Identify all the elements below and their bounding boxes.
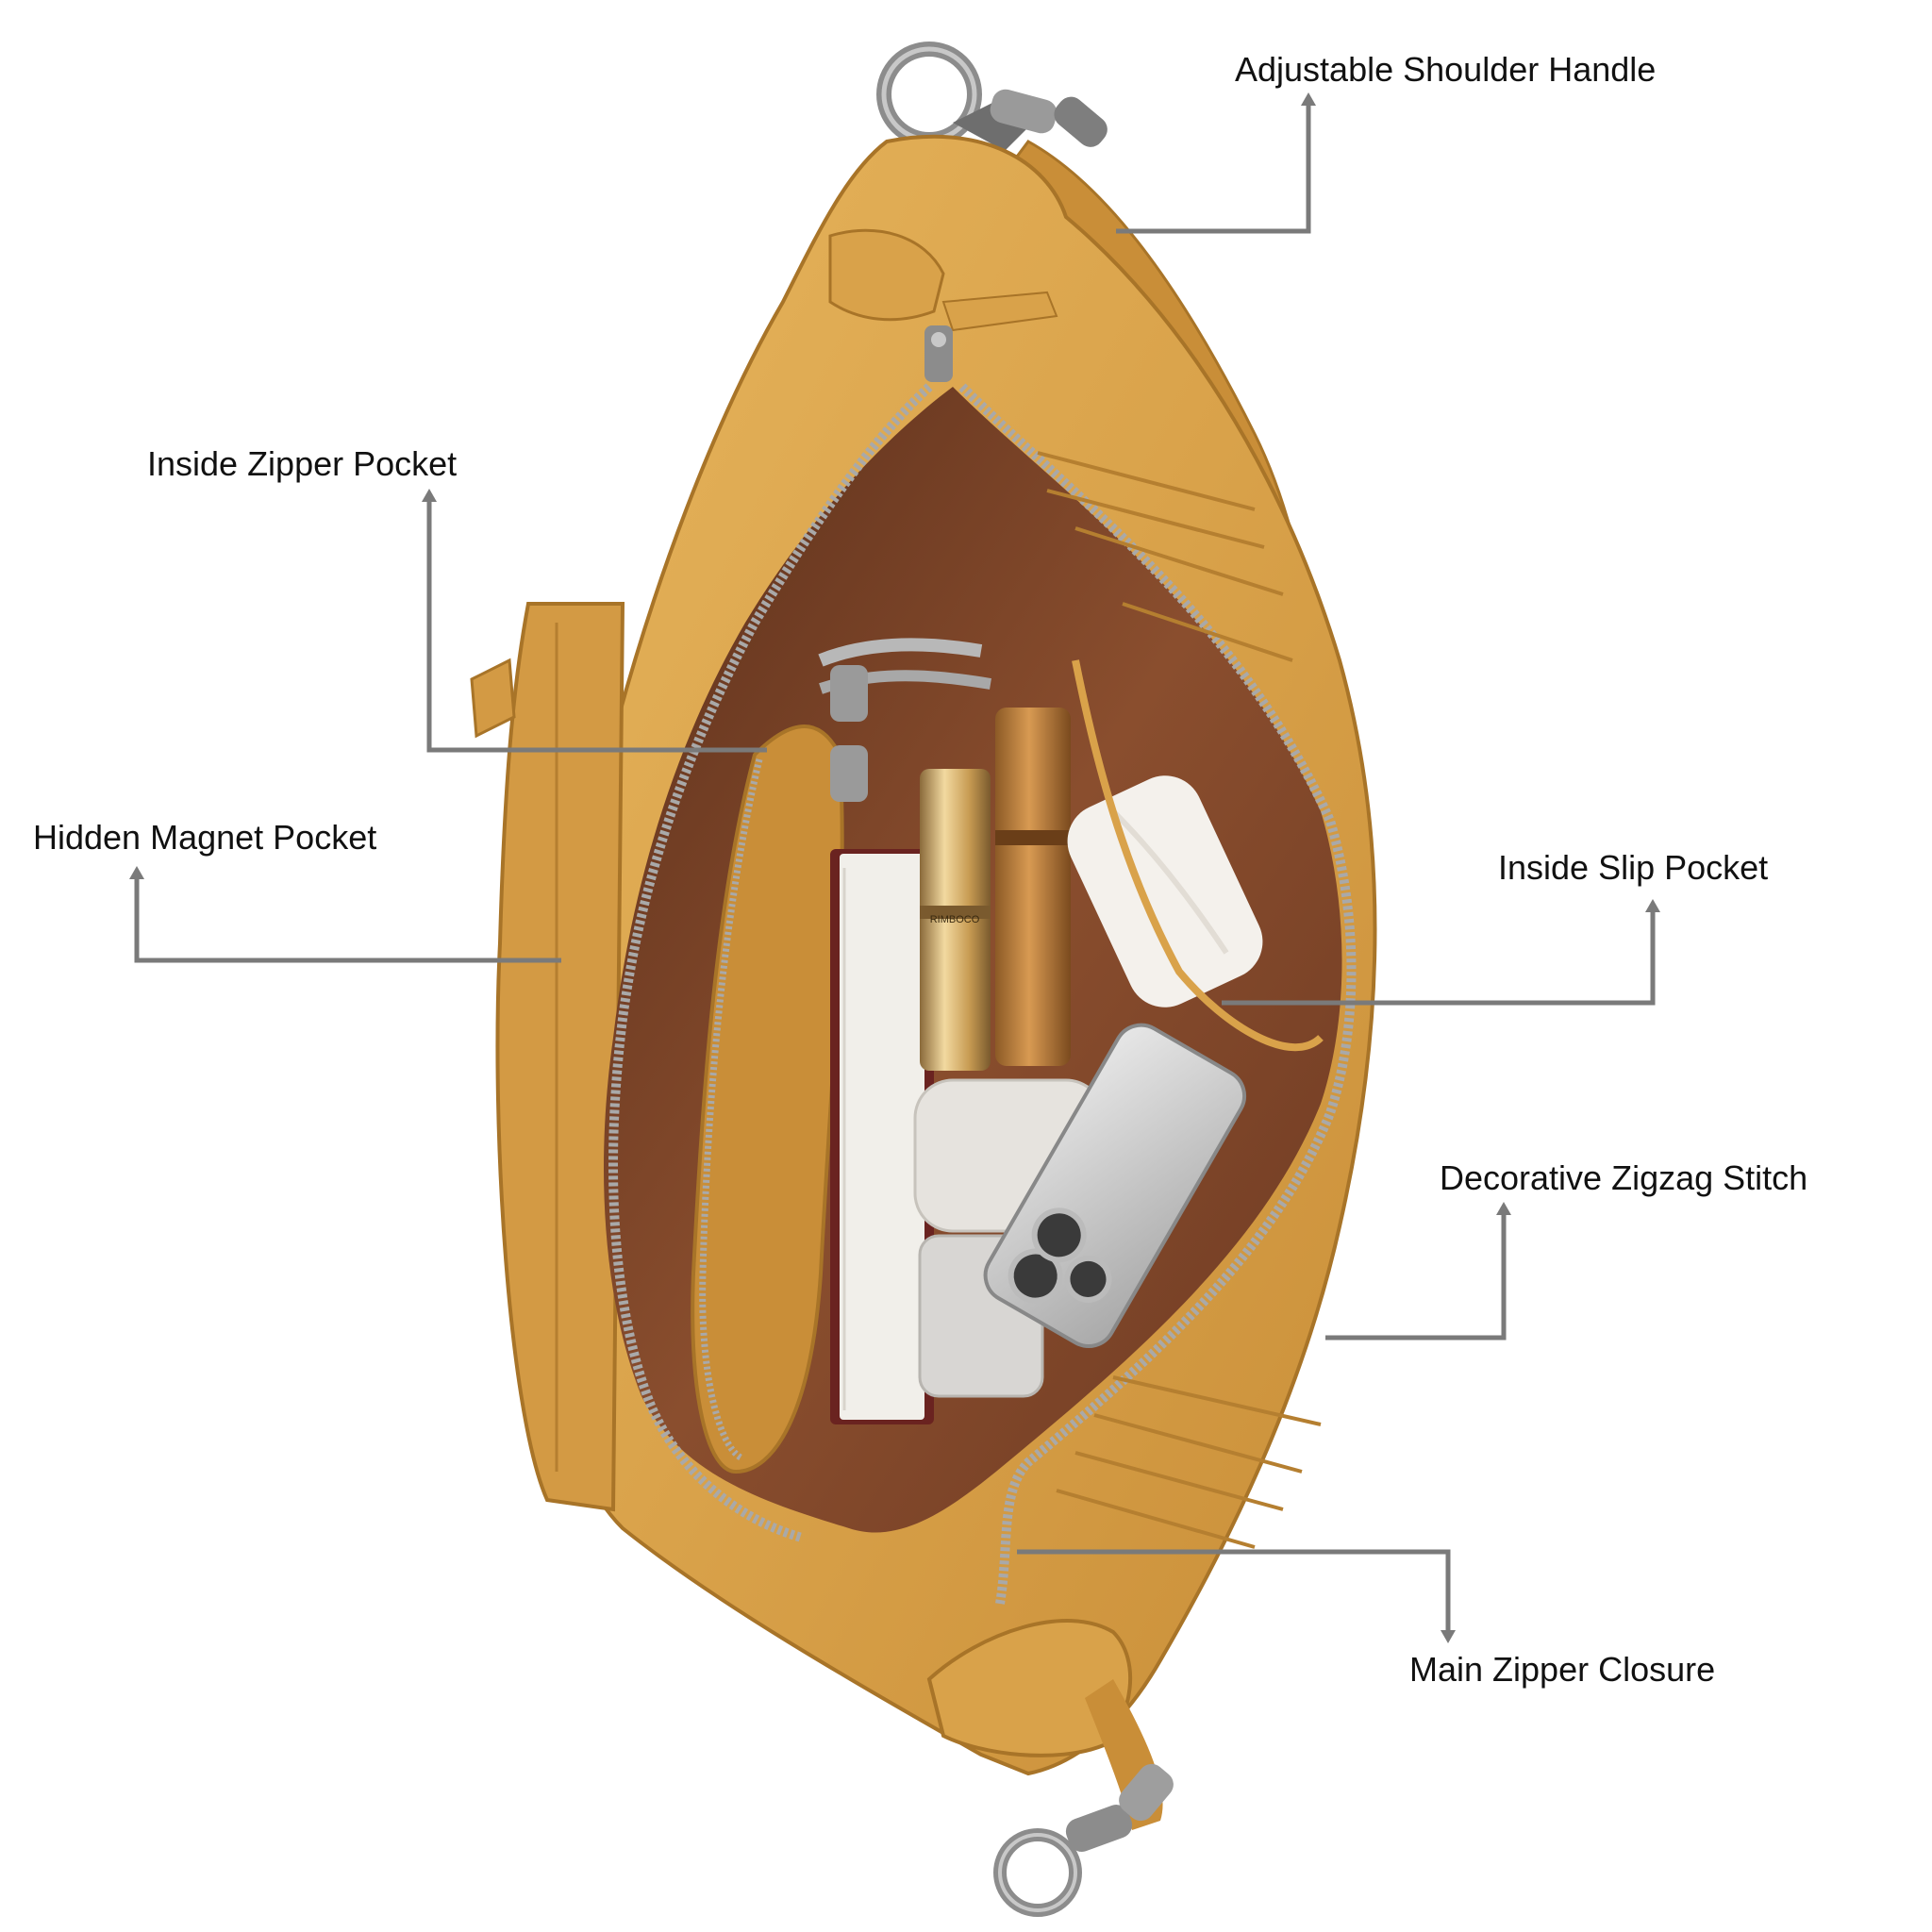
smartphone [983,1023,1247,1348]
zigzag-stitching [1037,451,1322,1549]
bronze-lipstick [995,708,1071,1066]
callout-main-zipper-closure: Main Zipper Closure [1409,1650,1716,1689]
bottom-tab [926,1619,1133,1757]
main-zipper-right-track [958,383,1357,1605]
gold-lipstick: RIMBOCO [920,769,991,1071]
top-tab [828,228,945,322]
callout-lines [134,104,1656,1632]
callout-arrowheads [129,92,1660,1643]
main-zipper-left-track [608,383,933,1542]
charging-cables [818,638,991,802]
callout-line-slip [1222,910,1656,1006]
notebook [830,849,934,1424]
callout-inside-slip-pocket: Inside Slip Pocket [1498,848,1769,887]
inside-slip-pocket [1072,659,1324,1052]
callout-line-zigzag [1325,1213,1507,1341]
bottom-ring-hardware [993,1679,1174,1917]
callout-line-shoulder [1116,104,1311,234]
side-magnet-pocket [495,602,625,1512]
callout-line-magnet [134,877,561,963]
callout-inside-zipper-pocket: Inside Zipper Pocket [147,444,458,483]
callout-zigzag-stitch: Decorative Zigzag Stitch [1440,1158,1808,1197]
callout-shoulder-handle: Adjustable Shoulder Handle [1235,50,1657,89]
callout-hidden-magnet-pocket: Hidden Magnet Pocket [33,818,377,857]
lipstick-brand-text: RIMBOCO [930,914,980,925]
callout-line-main-zip [1017,1549,1451,1632]
callout-line-zip-pocket [426,500,767,753]
main-zipper-pull [924,325,953,382]
